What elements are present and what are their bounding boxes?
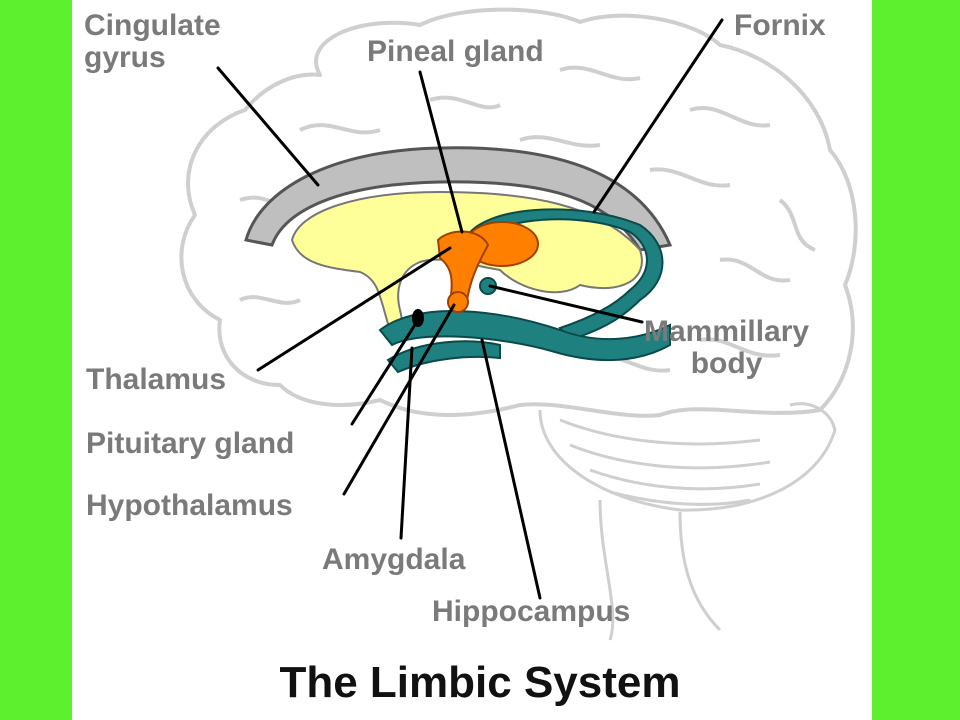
label-pituitary-gland: Pituitary gland [86,427,295,460]
leader-fornix [592,18,724,214]
leader-pituitary [350,318,420,426]
leader-thalamus [256,246,452,372]
label-cingulate-line2: gyrus [84,41,166,74]
label-cingulate-gyrus: Cingulate gyrus [84,10,221,74]
label-mammillary-line1: Mammillary [644,315,810,348]
leader-lines [216,18,724,600]
label-pineal-gland: Pineal gland [367,35,544,68]
label-hypothalamus: Hypothalamus [86,489,293,522]
label-mammillary-body: Mammillary body [644,316,809,380]
leader-cingulate [216,66,320,187]
cingulate-gyrus-shape [244,146,673,252]
label-hippocampus: Hippocampus [432,595,631,628]
leader-amygdala [399,346,414,540]
leader-hippocampus [480,338,542,600]
label-cingulate-line1: Cingulate [84,9,221,42]
leader-hypothalamus [342,303,456,496]
label-fornix: Fornix [734,9,826,42]
cerebellum [538,402,837,641]
label-thalamus: Thalamus [86,363,227,396]
leader-pineal [418,70,464,234]
fornix-hippocampus-shape [378,208,671,374]
label-mammillary-line2: body [690,347,763,380]
label-amygdala: Amygdala [322,543,466,576]
hypothalamus-shape [436,230,490,312]
leader-mammillary [488,284,644,324]
orange-structures [436,221,539,313]
diagram-title: The Limbic System [279,658,681,707]
